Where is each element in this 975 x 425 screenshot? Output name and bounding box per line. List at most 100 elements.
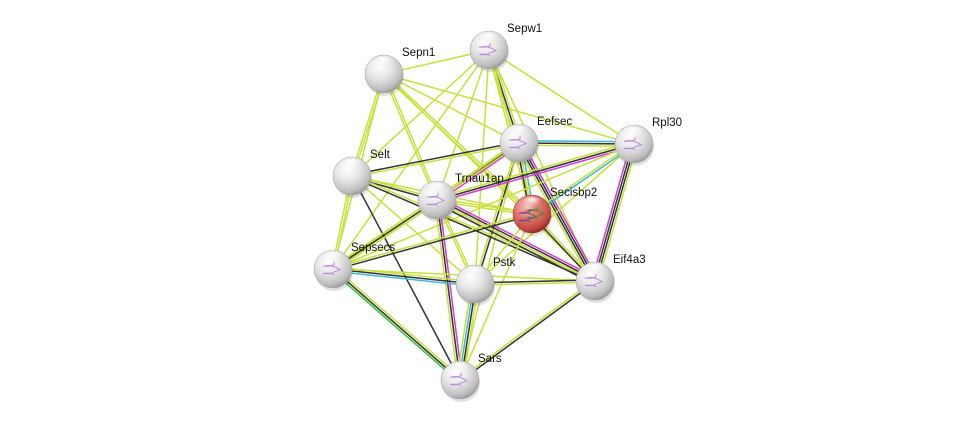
edge-line-textmining (597, 144, 638, 283)
node-label: Rpl30 (652, 117, 682, 129)
edge-line-textmining (332, 49, 490, 270)
edge-line-experiments (438, 196, 597, 279)
node-eefsec[interactable]: Eefsec (499, 116, 572, 165)
node-highlight (463, 266, 487, 281)
protein-structure-icon (426, 192, 446, 207)
edge-sepw1-trnau1ap[interactable] (436, 49, 490, 201)
edge-sepn1-eif4a3[interactable] (383, 73, 596, 282)
edge-trnau1ap-sepsecs[interactable] (331, 197, 439, 272)
edge-line-coexpression (436, 143, 635, 201)
edge-sepw1-rpl30[interactable] (488, 49, 635, 145)
edge-line-coexpression (333, 214, 533, 271)
edge-rpl30-trnau1ap[interactable] (436, 141, 635, 203)
edge-line-textmining (333, 201, 439, 272)
edge-sepw1-sepsecs[interactable] (332, 49, 490, 270)
node-label: Eif4a3 (613, 254, 646, 266)
edge-line-textmining (331, 197, 437, 268)
node-secisbp2[interactable]: Secisbp2 (512, 187, 597, 236)
edge-line-coexpression (332, 199, 438, 270)
edge-sepn1-trnau1ap[interactable] (382, 73, 439, 201)
edge-line-coexpression (332, 268, 476, 285)
node-sepw1[interactable]: Sepw1 (469, 23, 542, 72)
edge-line-textmining (351, 175, 476, 285)
node-highlight (372, 56, 396, 71)
edge-secisbp2-sepsecs[interactable] (332, 212, 533, 271)
node-label: Trnau1ap (455, 173, 504, 185)
node-label: Sepw1 (507, 23, 542, 35)
edge-line-database (332, 270, 475, 287)
node-trnau1ap[interactable]: Trnau1ap (417, 173, 504, 222)
edge-line-textmining (384, 73, 439, 200)
edge-line-coexpression (460, 281, 597, 382)
protein-structure-icon (478, 42, 498, 57)
node-highlight (507, 125, 531, 140)
edge-rpl30-sepsecs[interactable] (332, 143, 635, 270)
edge-line-textmining (434, 200, 459, 381)
edge-line-coexpression (351, 175, 461, 381)
edge-sepsecs-sars[interactable] (331, 266, 462, 383)
edge-sepn1-rpl30[interactable] (383, 73, 635, 145)
edge-line-textmining (458, 279, 595, 380)
node-label: Pstk (493, 257, 516, 269)
edge-line-textmining (474, 143, 635, 285)
node-label: Selt (370, 149, 391, 161)
node-highlight (448, 362, 472, 377)
node-pstk[interactable]: Pstk (455, 257, 516, 306)
edge-line-coexpression (351, 141, 519, 176)
edge-trnau1ap-eif4a3[interactable] (435, 196, 597, 285)
edge-eefsec-selt[interactable] (351, 141, 520, 178)
edge-line-textmining (351, 49, 490, 177)
edge-rpl30-eif4a3[interactable] (591, 142, 638, 283)
edge-line-textmining (352, 143, 520, 178)
edge-line-textmining (333, 266, 476, 283)
edge-line-textmining (488, 49, 635, 145)
edge-selt-sars[interactable] (351, 175, 461, 381)
node-selt[interactable]: Selt (332, 149, 391, 198)
node-highlight (622, 126, 646, 141)
edge-pstk-eif4a3[interactable] (474, 279, 596, 286)
protein-structure-icon (508, 135, 528, 150)
node-highlight (583, 263, 607, 278)
edge-rpl30-secisbp2[interactable] (530, 142, 636, 216)
node-highlight (321, 251, 345, 266)
edge-line-coexpression (332, 268, 461, 381)
node-label: Sepn1 (402, 47, 435, 59)
edge-line-textmining (436, 200, 595, 283)
node-label: Sars (478, 353, 502, 365)
edge-line-textmining (332, 143, 635, 270)
edge-eif4a3-sars[interactable] (458, 279, 597, 382)
protein-structure-icon (584, 273, 604, 288)
edge-selt-pstk[interactable] (351, 175, 476, 285)
node-label: Secisbp2 (550, 187, 597, 199)
edge-line-coexpression (435, 202, 594, 285)
edge-line-textmining (473, 142, 519, 284)
edge-line-experiments (521, 141, 599, 280)
edge-line-coexpression (595, 144, 636, 282)
edge-trnau1ap-sars[interactable] (434, 199, 463, 381)
edge-line-textmining (333, 266, 462, 379)
edge-rpl30-pstk[interactable] (474, 143, 635, 285)
edge-line-textmining (459, 213, 533, 381)
node-label: Eefsec (537, 116, 572, 128)
edge-sepsecs-pstk[interactable] (332, 266, 476, 287)
edge-line-textmining (382, 74, 437, 201)
edge-line-textmining (332, 212, 532, 269)
protein-structure-icon (322, 261, 342, 276)
node-sars[interactable]: Sars (440, 353, 502, 402)
edge-line-experiments (437, 145, 635, 203)
edge-line-experiments (591, 142, 632, 281)
edge-line-coexpression (474, 279, 595, 284)
edge-sepn1-eefsec[interactable] (383, 73, 520, 144)
node-sepsecs[interactable]: Sepsecs (313, 242, 395, 291)
edge-line-textmining (383, 73, 635, 145)
node-eif4a3[interactable]: Eif4a3 (575, 254, 646, 303)
node-rpl30[interactable]: Rpl30 (614, 117, 682, 166)
edge-sepw1-selt[interactable] (351, 49, 490, 177)
node-highlight (477, 32, 501, 47)
edge-secisbp2-sars[interactable] (459, 213, 533, 381)
protein-structure-icon (523, 206, 543, 221)
node-highlight (340, 158, 364, 173)
node-sepn1[interactable]: Sepn1 (364, 47, 435, 96)
